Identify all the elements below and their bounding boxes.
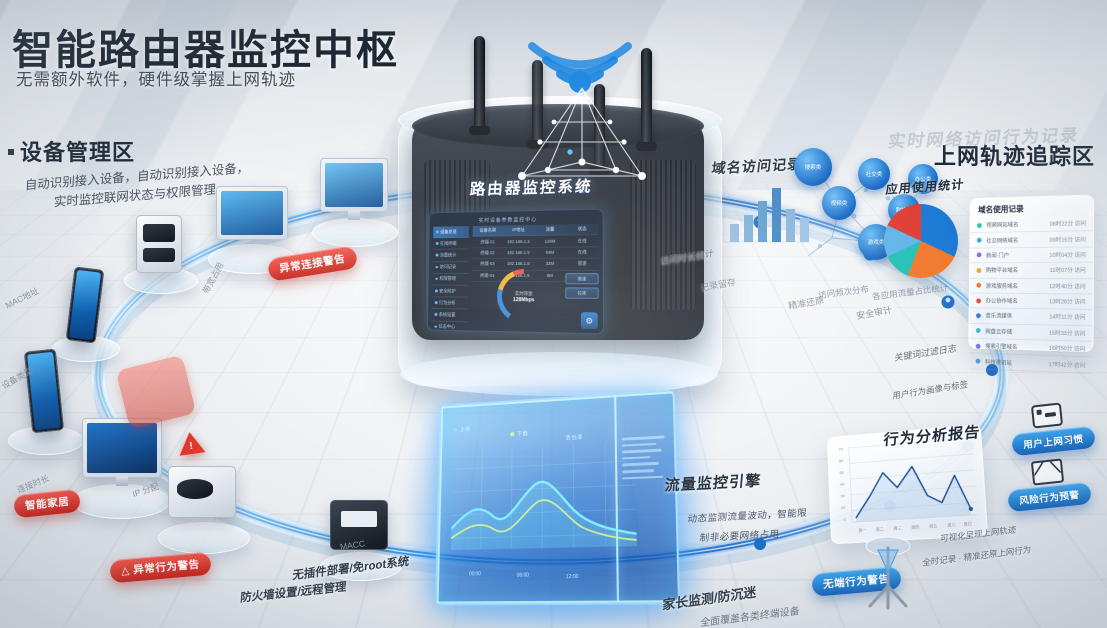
svg-text:周三: 周三 bbox=[893, 525, 901, 531]
gear-icon[interactable]: ⚙ bbox=[580, 312, 598, 330]
dashboard-nav-item[interactable]: 流量统计 bbox=[432, 249, 469, 262]
tripod-stand bbox=[856, 528, 920, 615]
svg-text:60: 60 bbox=[839, 458, 844, 463]
cube-tag-download: 下载 bbox=[510, 429, 528, 438]
dashboard-nav-item[interactable]: 安全防护 bbox=[432, 285, 469, 298]
zone-right-heading: 上网轨迹追踪区 bbox=[933, 144, 1095, 169]
mail-icon bbox=[1030, 458, 1065, 486]
domain-visits-bar-chart bbox=[723, 186, 810, 243]
antenna-2 bbox=[594, 84, 605, 172]
svg-text:0: 0 bbox=[843, 517, 846, 522]
dashboard-header: 实时设备参数监控中心 bbox=[478, 216, 538, 224]
svg-text:70: 70 bbox=[838, 446, 843, 451]
behavior-report-panel: 70 60 50 40 30 20 0 周一 周二 周三 周四 周五 周六 周日 bbox=[826, 424, 989, 545]
page-title: 智能路由器监控中枢 bbox=[12, 27, 399, 73]
node-graph-links bbox=[807, 167, 925, 257]
device-set-top-box[interactable] bbox=[330, 500, 388, 550]
cube-tag-upload: 上传 bbox=[453, 425, 471, 433]
traffic-engine-cube: 上传 下载 丢包率 00:00 06:00 12:00 bbox=[434, 389, 681, 606]
dashboard-sidebar[interactable]: 设备总览 在线终端 流量统计 访问记录 权限管理 安全防护 行为分析 系统设置 … bbox=[431, 226, 469, 335]
dashboard-nav-item[interactable]: 访问记录 bbox=[432, 261, 469, 274]
badge-abnormal-behavior-label: 异常行为警告 bbox=[132, 558, 201, 577]
cube-axis-label: 12:00 bbox=[565, 573, 579, 581]
device-camera[interactable] bbox=[168, 466, 236, 518]
cube-traffic-chart bbox=[450, 441, 637, 551]
svg-text:周日: 周日 bbox=[963, 521, 972, 527]
behavior-line-chart: 70 60 50 40 30 20 0 周一 周二 周三 周四 周五 周六 周日 bbox=[838, 425, 987, 533]
antenna-1 bbox=[474, 36, 485, 132]
device-monitor[interactable] bbox=[320, 158, 388, 220]
dashboard-nav-item[interactable]: 权限管理 bbox=[432, 273, 469, 286]
cube-tag-loss: 丢包率 bbox=[565, 434, 584, 442]
antenna-base-3 bbox=[636, 142, 657, 151]
zone-traffic-tracking: 上网轨迹追踪区 bbox=[934, 139, 1095, 171]
svg-text:20: 20 bbox=[841, 505, 846, 510]
svg-text:周一: 周一 bbox=[858, 527, 866, 533]
device-monitor[interactable] bbox=[82, 418, 162, 486]
dashboard-nav-item[interactable]: 系统设置 bbox=[431, 309, 468, 322]
pedestal-disc bbox=[320, 552, 402, 581]
cube-edge bbox=[436, 599, 678, 604]
blacklist-button[interactable]: 拉黑 bbox=[565, 287, 599, 299]
domain-records-title: 域名使用记录 bbox=[978, 204, 1024, 215]
antenna-3 bbox=[641, 48, 652, 148]
node-bubble[interactable]: 社交类 bbox=[858, 158, 890, 190]
warning-icon: △ bbox=[120, 564, 131, 578]
gauge-value: 128Mbps bbox=[513, 297, 535, 304]
zone-device-management: 设备管理区 自动识别接入设备，自动识别接入设备，实时监控联网状态与权限管理 bbox=[8, 135, 250, 210]
limit-speed-button[interactable]: 限速 bbox=[565, 273, 599, 285]
cube-side-panel bbox=[621, 435, 666, 483]
router-dashboard-screen[interactable]: 实时设备参数监控中心 设备总览 在线终端 流量统计 访问记录 权限管理 安全防护… bbox=[426, 208, 605, 335]
svg-text:周五: 周五 bbox=[929, 523, 937, 529]
router-screen-title: 路由器监控系统 bbox=[469, 178, 594, 199]
wifi-signal-icon bbox=[500, 24, 660, 134]
antenna-base-4 bbox=[527, 140, 548, 149]
pedestal-disc bbox=[312, 218, 398, 247]
antenna-base-1 bbox=[469, 126, 490, 135]
chip-icon bbox=[1030, 402, 1064, 429]
warning-triangle-icon bbox=[176, 430, 206, 456]
zone-left-heading: 设备管理区 bbox=[8, 135, 135, 167]
svg-text:40: 40 bbox=[840, 481, 845, 486]
svg-text:50: 50 bbox=[839, 470, 844, 475]
antenna-4 bbox=[532, 60, 543, 146]
network-mesh-icon bbox=[518, 87, 646, 194]
cube-axis-label: 00:00 bbox=[469, 571, 481, 578]
page-subtitle: 无需额外软件，硬件级掌握上网轨迹 bbox=[16, 71, 296, 89]
router-body-top bbox=[412, 104, 704, 148]
svg-text:周四: 周四 bbox=[911, 524, 919, 530]
dashboard-nav-item[interactable]: 行为分析 bbox=[431, 297, 468, 310]
svg-text:30: 30 bbox=[840, 493, 845, 498]
dashboard-nav-item[interactable]: 在线终端 bbox=[432, 237, 469, 251]
node-bubble[interactable]: 视频类 bbox=[822, 186, 856, 220]
app-usage-pie-chart bbox=[884, 204, 958, 278]
svg-text:周六: 周六 bbox=[947, 522, 956, 528]
node-bubble[interactable]: 办公类 bbox=[908, 164, 938, 194]
device-nas[interactable] bbox=[136, 215, 182, 273]
router-vents-right bbox=[630, 160, 696, 310]
dashboard-nav-item[interactable]: 设备总览 bbox=[433, 226, 469, 239]
bullet-icon bbox=[8, 149, 14, 155]
cube-axis-label: 06:00 bbox=[516, 572, 529, 579]
pedestal-disc bbox=[158, 522, 250, 554]
svg-text:周二: 周二 bbox=[876, 526, 884, 532]
device-laptop[interactable] bbox=[216, 186, 288, 240]
node-bubble[interactable]: 搜索类 bbox=[794, 148, 832, 186]
